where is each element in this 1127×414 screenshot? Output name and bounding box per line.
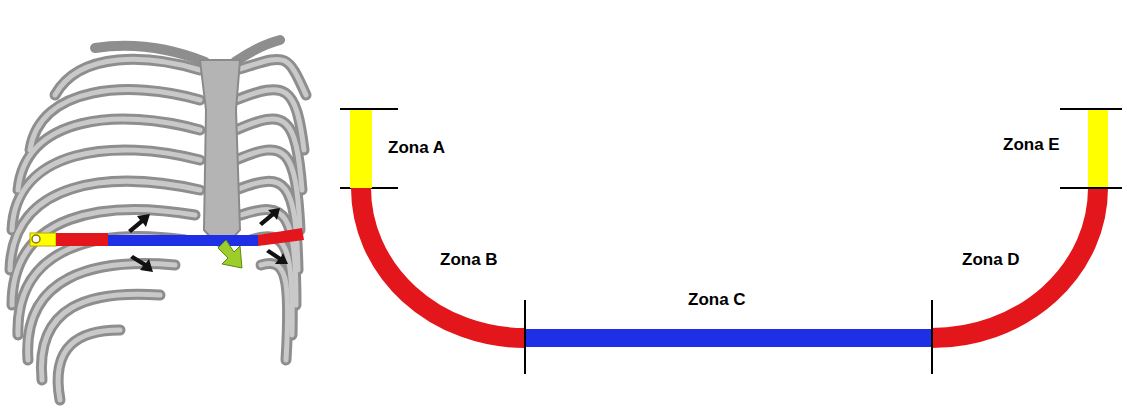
ribcage-figure bbox=[10, 40, 306, 400]
zone-schematic bbox=[340, 109, 1122, 374]
zone-label: Zona C bbox=[688, 290, 746, 310]
zone-label: Zona B bbox=[440, 250, 498, 270]
zone-label: Zona D bbox=[962, 250, 1020, 270]
zone-label: Zona E bbox=[1003, 135, 1060, 155]
zone-label: Zona A bbox=[388, 138, 445, 158]
